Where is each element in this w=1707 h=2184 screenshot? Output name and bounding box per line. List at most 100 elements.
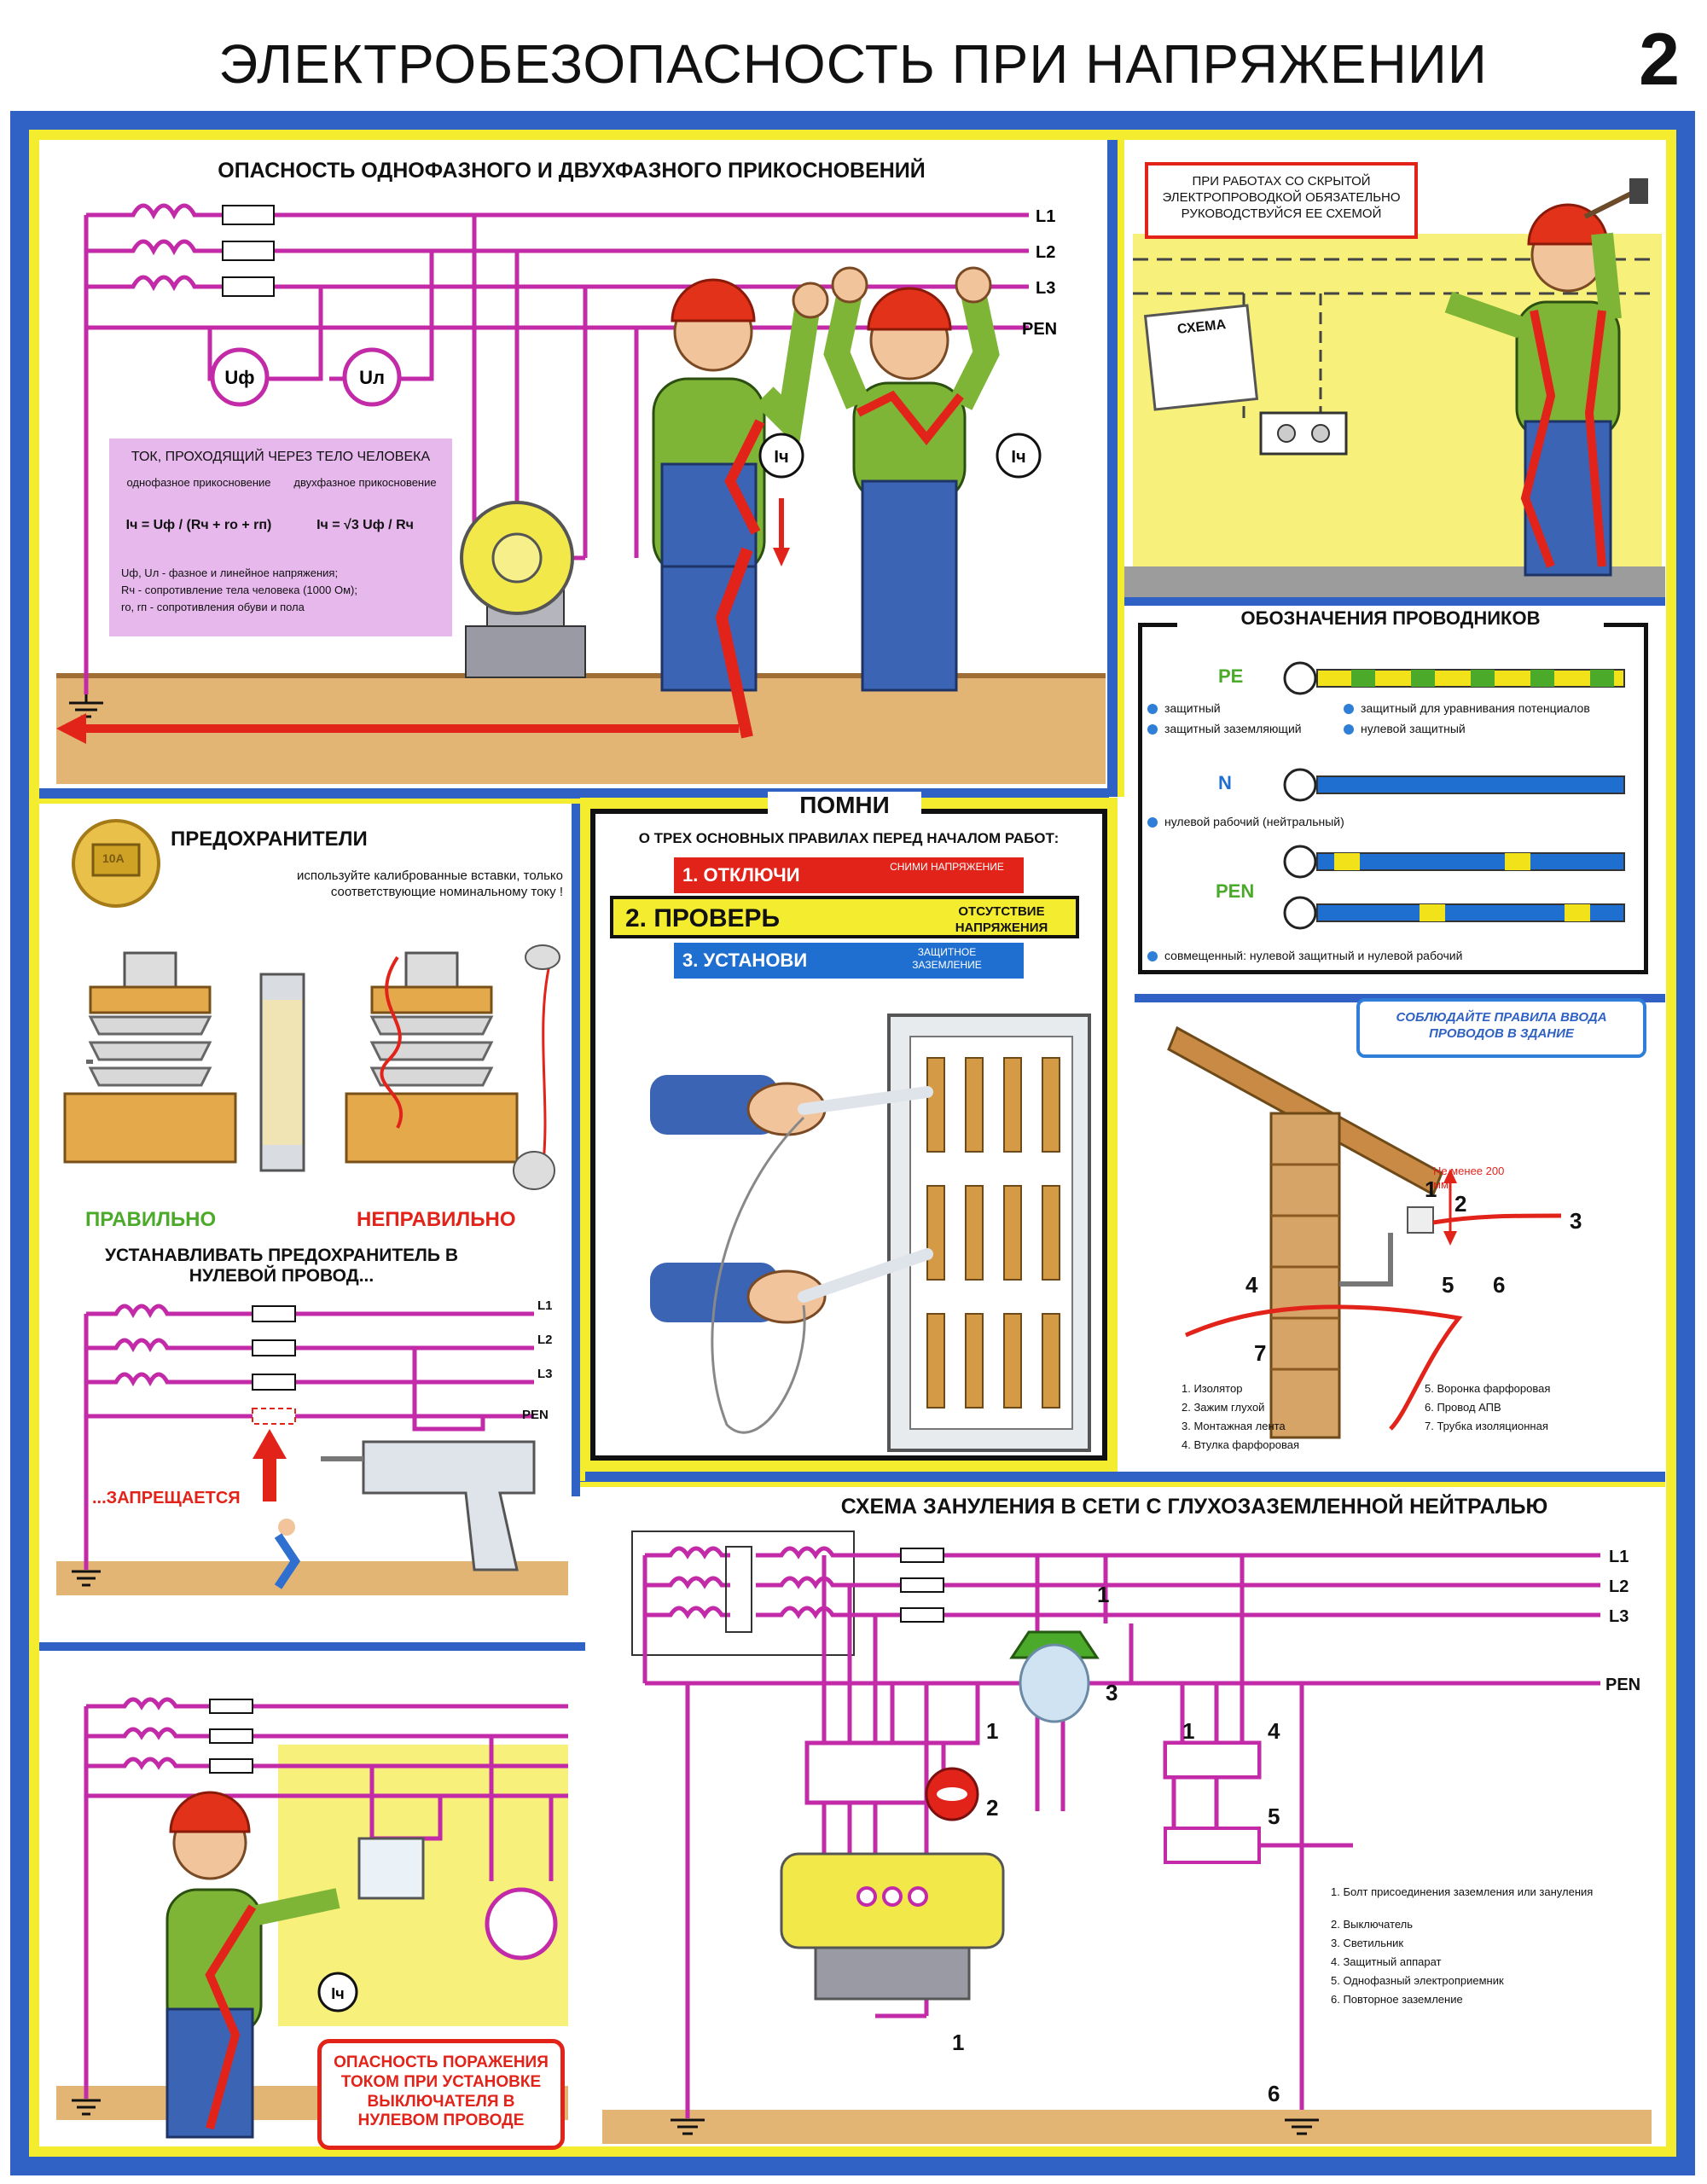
entry-num-1: 1: [1425, 1176, 1437, 1202]
breaker-box: [357, 1837, 425, 1900]
pen-item: совмещенный: нулевой защитный и нулевой …: [1147, 949, 1625, 964]
g-num-1a: 1: [986, 1718, 998, 1744]
g-legend-5: 5. Однофазный электроприемник: [1331, 1974, 1504, 1987]
rule-2: 2. ПРОВЕРЬ ОТСУТСТВИЕ НАПРЯЖЕНИЯ: [610, 896, 1079, 938]
g-legend-6: 6. Повторное заземление: [1331, 1993, 1463, 2006]
entry-legend-1: 1. Изолятор: [1182, 1382, 1243, 1395]
nf-line-l1: L1: [537, 1298, 553, 1313]
fuses-advice: используйте калиброванные вставки, тольк…: [297, 868, 563, 899]
hammer-worker: [1444, 178, 1648, 577]
wall-logs: [1269, 1112, 1341, 1439]
neutral-fuse-title: УСТАНАВЛИВАТЬ ПРЕДОХРАНИТЕЛЬ В НУЛЕВОЙ П…: [104, 1246, 459, 1286]
pe-item-1: защитный: [1147, 701, 1361, 717]
entry-legend-4: 4. Втулка фарфоровая: [1182, 1438, 1299, 1451]
formula-box-title: ТОК, ПРОХОДЯЩИЙ ЧЕРЕЗ ТЕЛО ЧЕЛОВЕКА: [131, 450, 431, 464]
g-num-2: 2: [986, 1795, 998, 1821]
rule-1-label: 1. ОТКЛЮЧИ: [682, 864, 800, 886]
touch-title: ОПАСНОСТЬ ОДНОФАЗНОГО И ДВУХФАЗНОГО ПРИК…: [218, 159, 926, 183]
entry-num-4: 4: [1245, 1272, 1258, 1298]
fuse-illustrations: [63, 819, 560, 1190]
rule-3: 3. УСТАНОВИ ЗАЩИТНОЕ ЗАЗЕМЛЕНИЕ: [674, 943, 1024, 979]
double-touch-label: двухфазное прикосновение: [293, 476, 437, 489]
rule-3-note: ЗАЩИТНОЕ ЗАЗЕМЛЕНИЕ: [912, 946, 982, 971]
voltage-tester-scene: [650, 1014, 1091, 1452]
g-legend-4: 4. Защитный аппарат: [1331, 1955, 1442, 1968]
wrong-fuse: [345, 944, 560, 1190]
g-num-6: 6: [1268, 2081, 1280, 2106]
breaker-warning: ОПАСНОСТЬ ПОРАЖЕНИЯ ТОКОМ ПРИ УСТАНОВКЕ …: [317, 2039, 565, 2150]
conductors-title: ОБОЗНАЧЕНИЯ ПРОВОДНИКОВ: [1177, 607, 1604, 630]
g-legend-1: 1. Болт присоединения заземления или зан…: [1331, 1885, 1594, 1898]
grounding-title: СХЕМА ЗАНУЛЕНИЯ В СЕТИ С ГЛУХОЗАЗЕМЛЕННО…: [840, 1495, 1548, 1519]
pe-label: PE: [1218, 665, 1244, 687]
breaker-diagram: Iч: [56, 1697, 568, 2139]
protective-device: [1164, 1741, 1261, 1779]
nf-line-pen: PEN: [522, 1408, 549, 1422]
breaker-warning-text: ОПАСНОСТЬ ПОРАЖЕНИЯ ТОКОМ ПРИ УСТАНОВКЕ …: [334, 2053, 549, 2130]
pen-label: PEN: [1216, 880, 1255, 902]
formula-single: Iч = Uф / (Rч + rо + rп): [125, 518, 272, 532]
entry-rules-badge: СОБЛЮДАЙТЕ ПРАВИЛА ВВОДА ПРОВОДОВ В ЗДАН…: [1356, 998, 1646, 1058]
g-num-1b: 1: [1182, 1718, 1194, 1744]
remember-title: ПОМНИ: [768, 792, 921, 819]
g-line-l3: L3: [1609, 1607, 1629, 1626]
lower-sleeve: [650, 1263, 778, 1322]
entry-legend-5: 5. Воронка фарфоровая: [1425, 1382, 1551, 1395]
n-label: N: [1218, 772, 1232, 793]
poster-frame-inner: [29, 130, 1676, 2157]
worker-one: [652, 278, 829, 739]
fuses-title: ПРЕДОХРАНИТЕЛИ: [171, 828, 368, 851]
hidden-wiring-scene: [1124, 178, 1665, 597]
g-num-1c: 1: [1097, 1582, 1109, 1607]
breaker-current: Iч: [331, 1985, 344, 2002]
line-pen: PEN: [1022, 320, 1057, 339]
entry-num-5: 5: [1442, 1272, 1454, 1298]
worker-two: [823, 266, 1000, 692]
socket: [1259, 411, 1348, 456]
wrong-label: НЕПРАВИЛЬНО: [357, 1208, 516, 1231]
legend-voltage: Uф, Uл - фазное и линейное напряжения;: [121, 566, 339, 579]
current-label-1: Iч: [774, 448, 788, 467]
fuse-insert: [259, 973, 305, 1172]
current-label-2: Iч: [1011, 448, 1025, 467]
entry-legend-3: 3. Монтажная лента: [1182, 1420, 1286, 1432]
conductor-samples: [1283, 661, 1625, 930]
line-l1: L1: [1036, 207, 1055, 226]
legend-resistance: Rч - сопротивление тела человека (1000 О…: [121, 584, 357, 596]
entry-legend-7: 7. Трубка изоляционная: [1425, 1420, 1548, 1432]
single-touch-label: однофазное прикосновение: [126, 476, 271, 489]
g-line-pen: PEN: [1605, 1676, 1640, 1694]
fuse-rating: 10А: [102, 851, 125, 865]
pe-item-2: защитный заземляющий: [1147, 722, 1361, 737]
rule-3-label: 3. УСТАНОВИ: [682, 950, 808, 971]
neutral-fuse-diagram: [56, 1304, 568, 1595]
g-num-4: 4: [1268, 1718, 1280, 1744]
nf-line-l2: L2: [537, 1333, 553, 1347]
remember-subtitle: О ТРЕХ ОСНОВНЫХ ПРАВИЛАХ ПЕРЕД НАЧАЛОМ Р…: [638, 830, 1060, 846]
correct-fuse: [63, 951, 237, 1164]
entry-num-6: 6: [1493, 1272, 1505, 1298]
shocked-figure: [274, 1533, 301, 1589]
grounding-diagram: L1 L2 L3 PEN 1 1 1 1 2 3 4 5 6: [602, 1531, 1652, 2144]
scheme-sheet: [1143, 304, 1259, 411]
load-symbol: [485, 1887, 558, 1960]
g-legend-2: 2. Выключатель: [1331, 1918, 1414, 1931]
motor-base: [465, 625, 586, 678]
upper-sleeve: [650, 1075, 778, 1135]
page-number: 2: [1639, 19, 1680, 101]
g-line-l1: L1: [1609, 1548, 1629, 1566]
uf-label: Uф: [224, 367, 254, 388]
single-phase-receiver: [1164, 1827, 1261, 1864]
forbidden-label: ...ЗАПРЕЩАЕТСЯ: [92, 1489, 241, 1507]
tester-probe-lower: [798, 1248, 933, 1303]
entry-num-2: 2: [1454, 1191, 1466, 1217]
entry-legend-2: 2. Зажим глухой: [1182, 1401, 1265, 1414]
g-line-l2: L2: [1609, 1577, 1629, 1596]
hidden-wiring-note-text: ПРИ РАБОТАХ СО СКРЫТОЙ ЭЛЕКТРОПРОВОДКОЙ …: [1162, 174, 1401, 221]
entry-num-3: 3: [1570, 1208, 1582, 1234]
formula-double: Iч = √3 Uф / Rч: [316, 518, 414, 532]
line-l2: L2: [1036, 243, 1055, 262]
pe-item-4: нулевой защитный: [1344, 722, 1642, 737]
rule-1: 1. ОТКЛЮЧИ СНИМИ НАПРЯЖЕНИЕ: [674, 857, 1024, 893]
touch-diagram: Uф Uл L1 L2 L3 PEN: [56, 203, 1106, 784]
